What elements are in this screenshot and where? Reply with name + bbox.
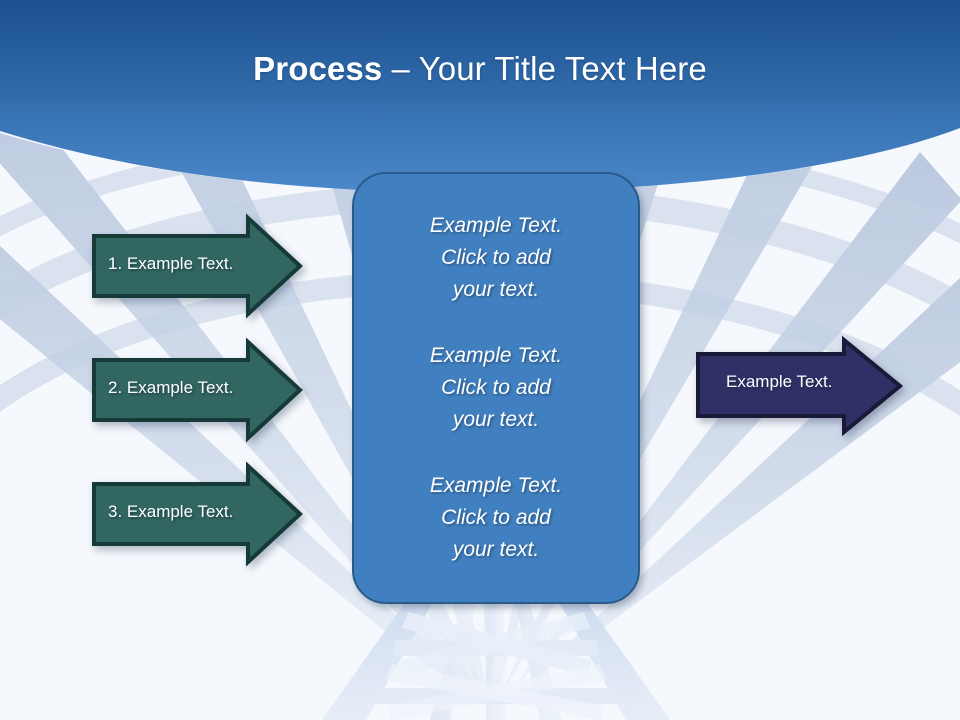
title-strong: Process [253, 50, 383, 87]
left-arrow-3[interactable]: 3. Example Text. [92, 461, 304, 567]
arrow-shape [92, 337, 303, 443]
arrow-shape [92, 461, 303, 567]
center-paragraph-2: Example Text. Click to add your text. [429, 344, 563, 431]
header-band [0, 0, 960, 193]
center-paragraph-3: Example Text. Click to add your text. [429, 474, 563, 561]
center-content-box[interactable]: Example Text. Click to add your text. Ex… [352, 172, 640, 604]
arrow-shape [92, 213, 303, 319]
left-arrow-1[interactable]: 1. Example Text. [92, 213, 304, 319]
right-arrow[interactable]: Example Text. [696, 335, 904, 437]
tower-graphic [322, 604, 670, 720]
left-arrow-2[interactable]: 2. Example Text. [92, 337, 304, 443]
arrow-shape [696, 335, 904, 437]
page-title: Process – Your Title Text Here [0, 48, 960, 90]
title-rest: – Your Title Text Here [382, 50, 707, 87]
center-paragraph-1: Example Text. Click to add your text. [429, 214, 563, 301]
